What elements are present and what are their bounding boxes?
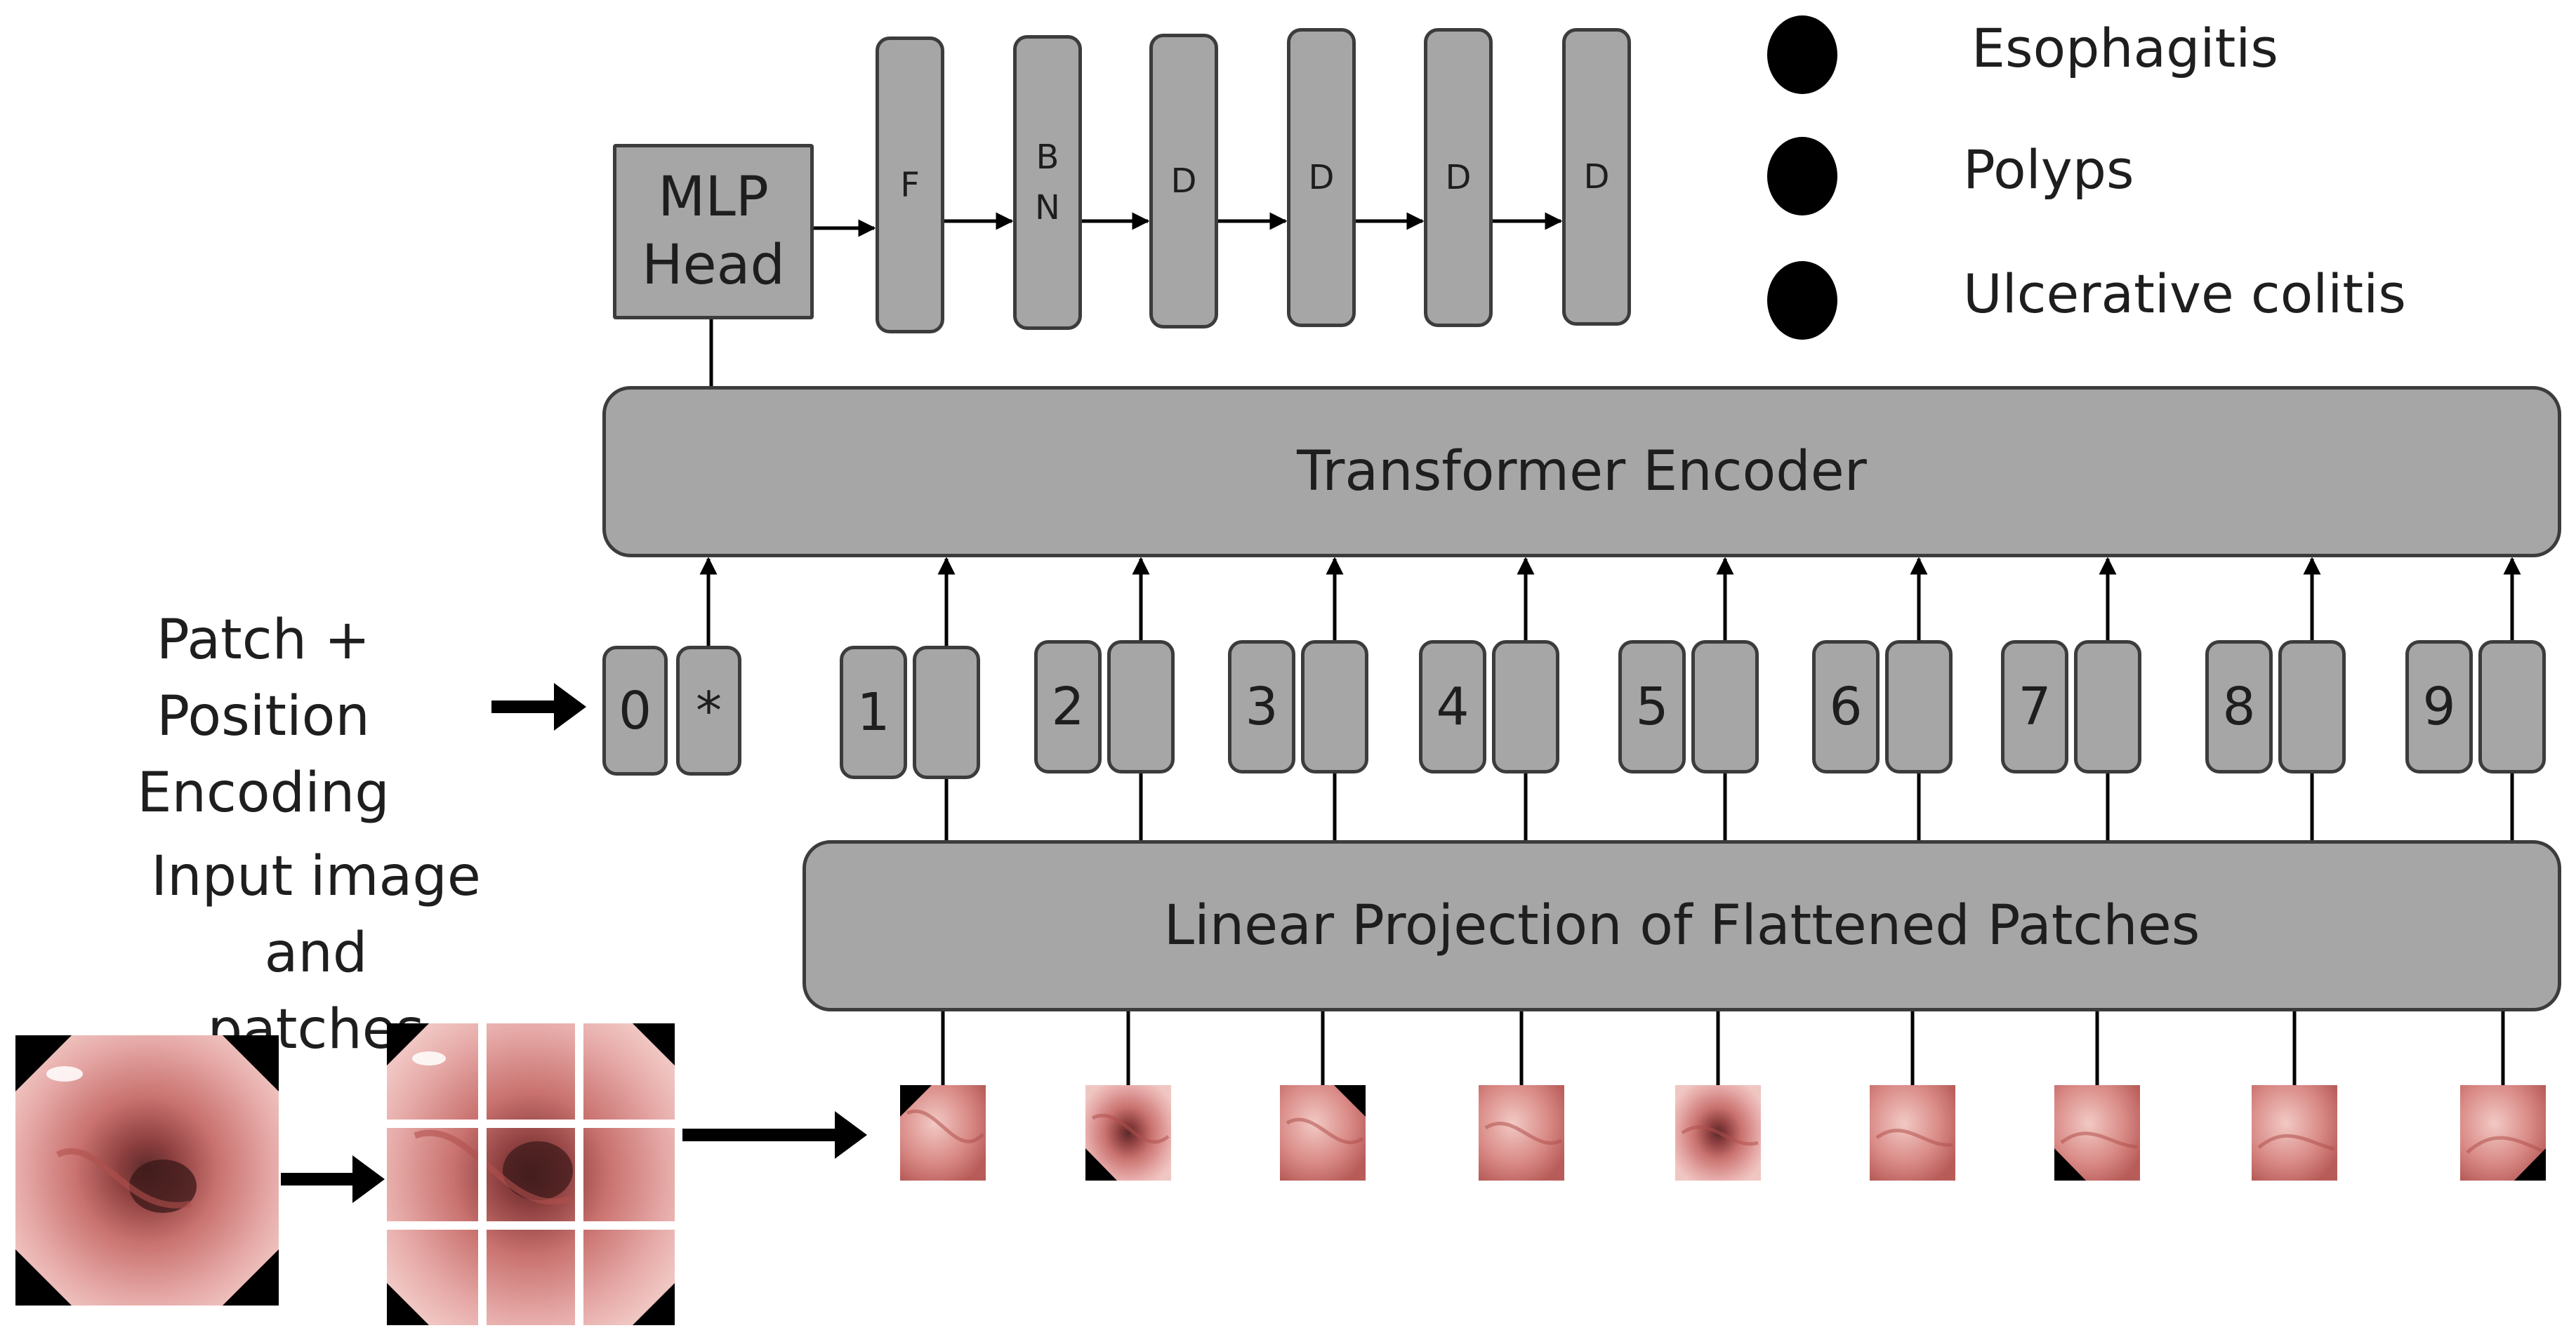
patch-position-number: 8 xyxy=(2222,677,2256,737)
flattened-patch-6 xyxy=(1870,1085,1955,1181)
image-to-patches-arrow xyxy=(281,1155,385,1203)
patch-position-number: 7 xyxy=(2018,677,2052,737)
flattened-patch-2 xyxy=(1085,1085,1171,1181)
patch-embedding-token-7 xyxy=(2074,640,2141,773)
patch-position-token-2: 2 xyxy=(1034,640,1102,773)
patched-input-image xyxy=(387,1023,675,1325)
head-layer-label: B xyxy=(1036,138,1059,177)
head-layer-4: D xyxy=(1287,28,1356,327)
patch-position-number: 9 xyxy=(2422,677,2456,737)
patch-position-line2: Encoding xyxy=(137,762,390,825)
transformer-encoder-label: Transformer Encoder xyxy=(1297,440,1867,503)
mlp-head-label-line1: MLP xyxy=(658,165,769,229)
legend-dot-1 xyxy=(1767,15,1837,94)
mlp-head-block: MLP Head xyxy=(613,144,814,319)
head-layer-label: D xyxy=(1583,157,1610,197)
head-layer-label: D xyxy=(1308,158,1335,197)
patch-graphic xyxy=(2252,1085,2337,1181)
patch-embedding-token-6 xyxy=(1885,640,1953,773)
flattened-patch-7 xyxy=(2054,1085,2140,1181)
class-token-embedding: * xyxy=(676,646,741,776)
flattened-patch-5 xyxy=(1675,1085,1761,1181)
patch-position-number: 2 xyxy=(1051,677,1085,737)
patch-grid-line-h2 xyxy=(387,1221,675,1230)
head-layer-label: D xyxy=(1170,161,1197,201)
flattened-patch-3 xyxy=(1280,1085,1366,1181)
patch-position-number: 4 xyxy=(1436,677,1469,737)
input-image-line1: Input image and xyxy=(151,845,481,985)
patch-graphic xyxy=(1675,1085,1761,1181)
patch-position-token-5: 5 xyxy=(1618,640,1686,773)
legend-label-3: Ulcerative colitis xyxy=(1963,263,2406,325)
patch-embedding-token-1 xyxy=(913,646,980,779)
head-layer-label: F xyxy=(900,165,920,205)
class-token-position: 0 xyxy=(602,646,668,776)
patch-position-number: 5 xyxy=(1635,677,1669,737)
patch-position-token-7: 7 xyxy=(2001,640,2068,773)
patch-graphic xyxy=(1085,1085,1171,1181)
patch-position-token-3: 3 xyxy=(1228,640,1295,773)
patch-grid-line-v2 xyxy=(575,1023,583,1325)
patch-embedding-token-5 xyxy=(1691,640,1759,773)
legend-label-2: Polyps xyxy=(1963,138,2134,201)
transformer-encoder-block: Transformer Encoder xyxy=(602,386,2561,557)
patch-grid-line-h1 xyxy=(387,1120,675,1128)
patch-embedding-token-9 xyxy=(2478,640,2546,773)
class-token-position-label: 0 xyxy=(618,680,652,741)
linear-projection-block: Linear Projection of Flattened Patches xyxy=(802,840,2561,1011)
patch-position-arrow xyxy=(491,683,586,731)
legend-dot-3 xyxy=(1767,261,1837,340)
patch-position-label: Patch + Position Encoding xyxy=(42,602,484,832)
input-endoscopy-image xyxy=(15,1035,279,1306)
patch-graphic xyxy=(1479,1085,1564,1181)
patched-image-graphic xyxy=(387,1023,675,1325)
legend-label-1: Esophagitis xyxy=(1971,17,2278,79)
flattened-patch-8 xyxy=(2252,1085,2337,1181)
patches-to-flattened-arrow xyxy=(682,1111,867,1159)
head-layer-1: F xyxy=(876,36,944,333)
patch-embedding-token-3 xyxy=(1301,640,1368,773)
patch-graphic xyxy=(900,1085,986,1181)
flattened-patch-1 xyxy=(900,1085,986,1181)
input-image-graphic xyxy=(15,1035,279,1306)
flattened-patch-9 xyxy=(2460,1085,2546,1181)
patch-position-number: 1 xyxy=(857,682,890,743)
patch-position-number: 3 xyxy=(1245,677,1279,737)
patch-position-number: 6 xyxy=(1829,677,1863,737)
head-layer-label: D xyxy=(1445,158,1472,197)
linear-projection-label: Linear Projection of Flattened Patches xyxy=(1163,894,2200,957)
patch-position-token-1: 1 xyxy=(840,646,907,779)
patch-embedding-token-8 xyxy=(2278,640,2346,773)
head-layer-label-line2: N xyxy=(1035,188,1060,227)
patch-graphic xyxy=(2054,1085,2140,1181)
flattened-patch-4 xyxy=(1479,1085,1564,1181)
head-layer-3: D xyxy=(1149,34,1218,328)
class-token-symbol: * xyxy=(696,680,722,741)
legend-dot-2 xyxy=(1767,137,1837,215)
patch-embedding-token-4 xyxy=(1492,640,1559,773)
patch-graphic xyxy=(1870,1085,1955,1181)
patch-graphic xyxy=(1280,1085,1366,1181)
head-layer-6: D xyxy=(1562,28,1631,326)
mlp-head-label-line2: Head xyxy=(642,234,785,297)
patch-position-line1: Patch + Position xyxy=(156,609,371,749)
head-layer-5: D xyxy=(1424,28,1493,327)
patch-position-token-8: 8 xyxy=(2205,640,2273,773)
patch-grid-line-v1 xyxy=(478,1023,487,1325)
patch-position-token-6: 6 xyxy=(1812,640,1880,773)
patch-position-token-9: 9 xyxy=(2405,640,2473,773)
patch-graphic xyxy=(2460,1085,2546,1181)
patch-position-token-4: 4 xyxy=(1419,640,1486,773)
patch-embedding-token-2 xyxy=(1107,640,1175,773)
